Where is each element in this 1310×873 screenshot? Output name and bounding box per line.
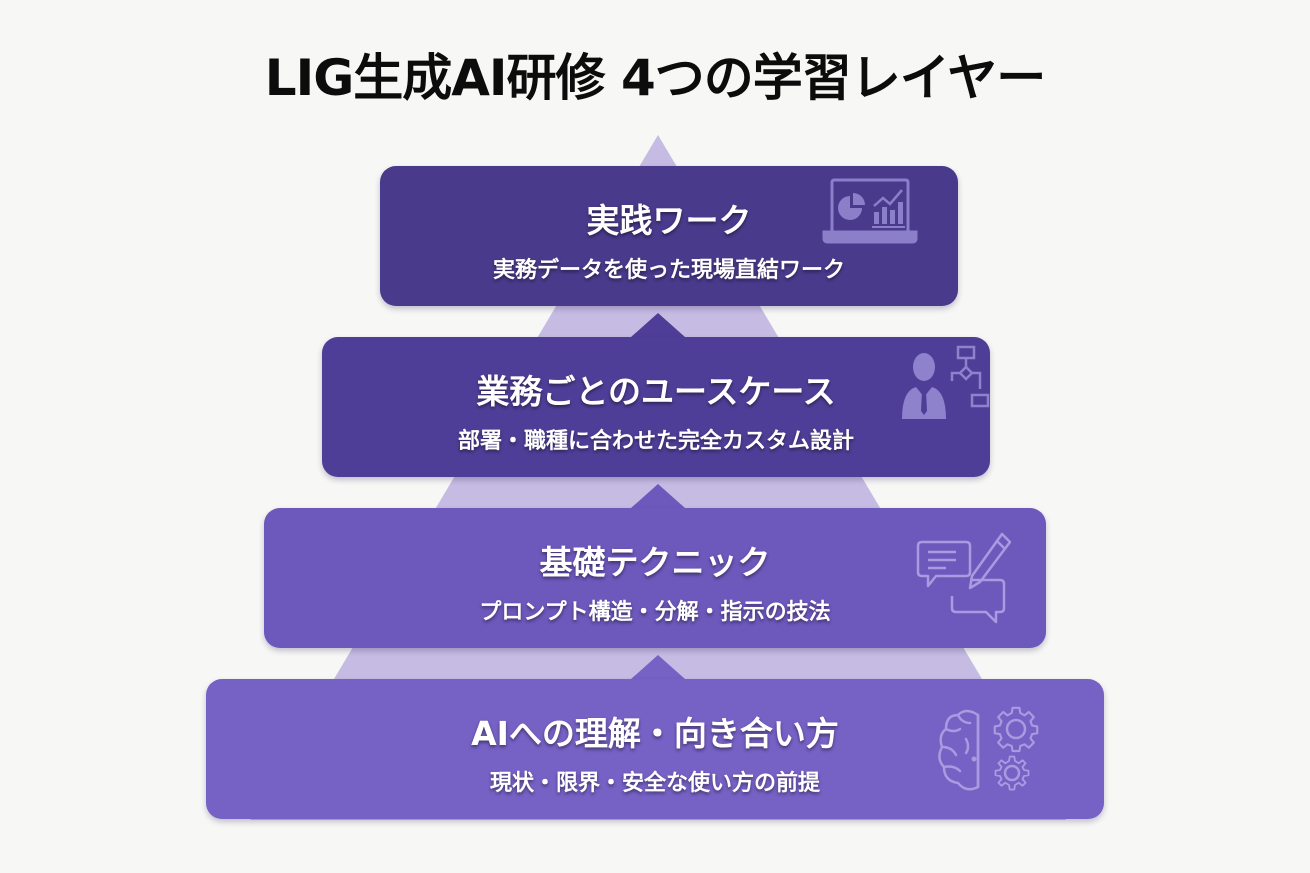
layer-use-cases: 業務ごとのユースケース 部署・職種に合わせた完全カスタム設計 [322,337,990,477]
layer-connector-notch [631,655,685,679]
layer-subtitle: 部署・職種に合わせた完全カスタム設計 [457,429,854,454]
chat-pencil-icon [916,532,1012,624]
layer-subtitle: 実務データを使った現場直結ワーク [492,258,845,283]
layer-practical-work: 実践ワーク 実務データを使った現場直結ワーク [380,166,958,306]
layer-connector-notch [631,484,685,508]
laptop-chart-icon [822,178,918,244]
layer-title: 基礎テクニック [539,543,771,582]
layer-basic-techniques: 基礎テクニック プロンプト構造・分解・指示の技法 [264,508,1046,648]
layer-title: AIへの理解・向き合い方 [471,714,839,753]
businessman-flowchart-icon [902,345,990,419]
page-title: LIG生成AI研修 4つの学習レイヤー [264,49,1047,107]
layer-title: 業務ごとのユースケース [476,372,836,411]
layer-ai-understanding: AIへの理解・向き合い方 現状・限界・安全な使い方の前提 [206,679,1104,819]
layer-connector-notch [631,313,685,337]
layer-subtitle: 現状・限界・安全な使い方の前提 [489,771,820,796]
layer-subtitle: プロンプト構造・分解・指示の技法 [479,600,831,625]
brain-gears-icon [938,706,1039,791]
layer-title: 実践ワーク [586,201,752,240]
